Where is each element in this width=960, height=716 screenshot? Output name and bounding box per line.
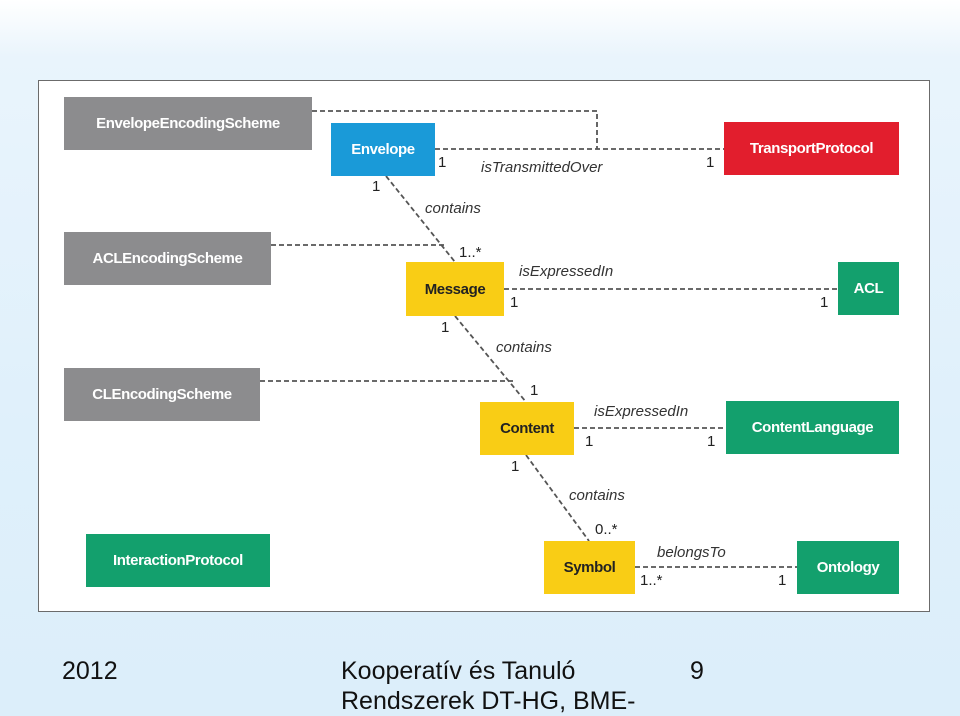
connector-content-symbol <box>525 454 590 542</box>
mult-content-contains-bottom: 1 <box>530 382 538 399</box>
label-belongs-to: belongsTo <box>657 544 726 561</box>
box-ontology: Ontology <box>797 541 899 594</box>
box-envelope: Envelope <box>331 123 435 176</box>
label-is-expressed-in-content: isExpressedIn <box>594 403 688 420</box>
label-contains-content: contains <box>569 487 625 504</box>
mult-content-cl-left: 1 <box>585 433 593 450</box>
box-content-language: ContentLanguage <box>726 401 899 454</box>
footer-page-number: 9 <box>690 657 704 685</box>
footer-year: 2012 <box>62 657 118 685</box>
mult-message-contains-top: 1 <box>441 319 449 336</box>
mult-message-contains-bottom: 1..* <box>459 244 482 261</box>
label-contains-envelope: contains <box>425 200 481 217</box>
mult-envelope-contains-top: 1 <box>372 178 380 195</box>
mult-envelope-transport-right: 1 <box>706 154 714 171</box>
connector-envelope-encoding <box>312 110 598 149</box>
box-message: Message <box>406 262 504 316</box>
box-interaction-protocol: InteractionProtocol <box>86 534 270 587</box>
connector-message-content <box>454 315 527 403</box>
mult-content-cl-right: 1 <box>707 433 715 450</box>
box-envelope-encoding-scheme: EnvelopeEncodingScheme <box>64 97 312 150</box>
box-content: Content <box>480 402 574 455</box>
mult-message-acl-right: 1 <box>820 294 828 311</box>
footer-title-line1: Kooperatív és Tanuló <box>341 657 576 685</box>
mult-symbol-ontology-right: 1 <box>778 572 786 589</box>
mult-envelope-transport-left: 1 <box>438 154 446 171</box>
box-acl-encoding-scheme: ACLEncodingScheme <box>64 232 271 285</box>
label-is-expressed-in-message: isExpressedIn <box>519 263 613 280</box>
box-symbol: Symbol <box>544 541 635 594</box>
footer-title-line2: Rendszerek DT-HG, BME- <box>341 687 636 715</box>
connector-envelope-message <box>385 175 456 263</box>
box-transport-protocol: TransportProtocol <box>724 122 899 175</box>
mult-message-acl-left: 1 <box>510 294 518 311</box>
mult-symbol-ontology-left: 1..* <box>640 572 663 589</box>
mult-content-contains-top: 1 <box>511 458 519 475</box>
label-is-transmitted-over: isTransmittedOver <box>481 159 603 176</box>
mult-symbol-contains-bottom: 0..* <box>595 521 618 538</box>
label-contains-message: contains <box>496 339 552 356</box>
footer-title: Kooperatív és Tanuló Rendszerek DT-HG, B… <box>341 656 636 716</box>
box-acl: ACL <box>838 262 899 315</box>
box-cl-encoding-scheme: CLEncodingScheme <box>64 368 260 421</box>
